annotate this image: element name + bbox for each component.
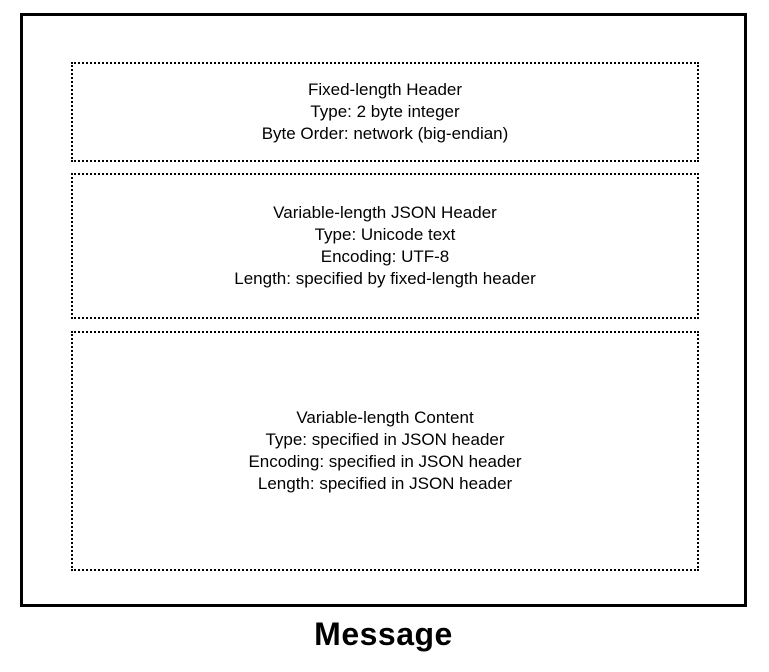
section-variable-length-json-header: Variable-length JSON Header Type: Unicod… [71,173,699,319]
message-label: Message [314,616,453,652]
section-title: Variable-length Content [296,408,474,427]
section-detail-type: Type: Unicode text [314,225,456,244]
section-variable-length-content: Variable-length Content Type: specified … [71,331,699,571]
section-detail-type: Type: 2 byte integer [310,102,460,121]
section-detail-encoding: Encoding: specified in JSON header [248,452,522,471]
section-detail-encoding: Encoding: UTF-8 [320,247,450,266]
section-detail-length: Length: specified by fixed-length header [234,269,536,288]
section-detail-length: Length: specified in JSON header [257,474,513,493]
section-detail-byte-order: Byte Order: network (big-endian) [261,124,509,143]
section-title: Fixed-length Header [307,80,463,99]
section-title: Variable-length JSON Header [273,203,497,222]
message-outer-box: Fixed-length Header Type: 2 byte integer… [20,13,747,607]
section-fixed-length-header: Fixed-length Header Type: 2 byte integer… [71,62,699,162]
section-detail-type: Type: specified in JSON header [265,430,505,449]
